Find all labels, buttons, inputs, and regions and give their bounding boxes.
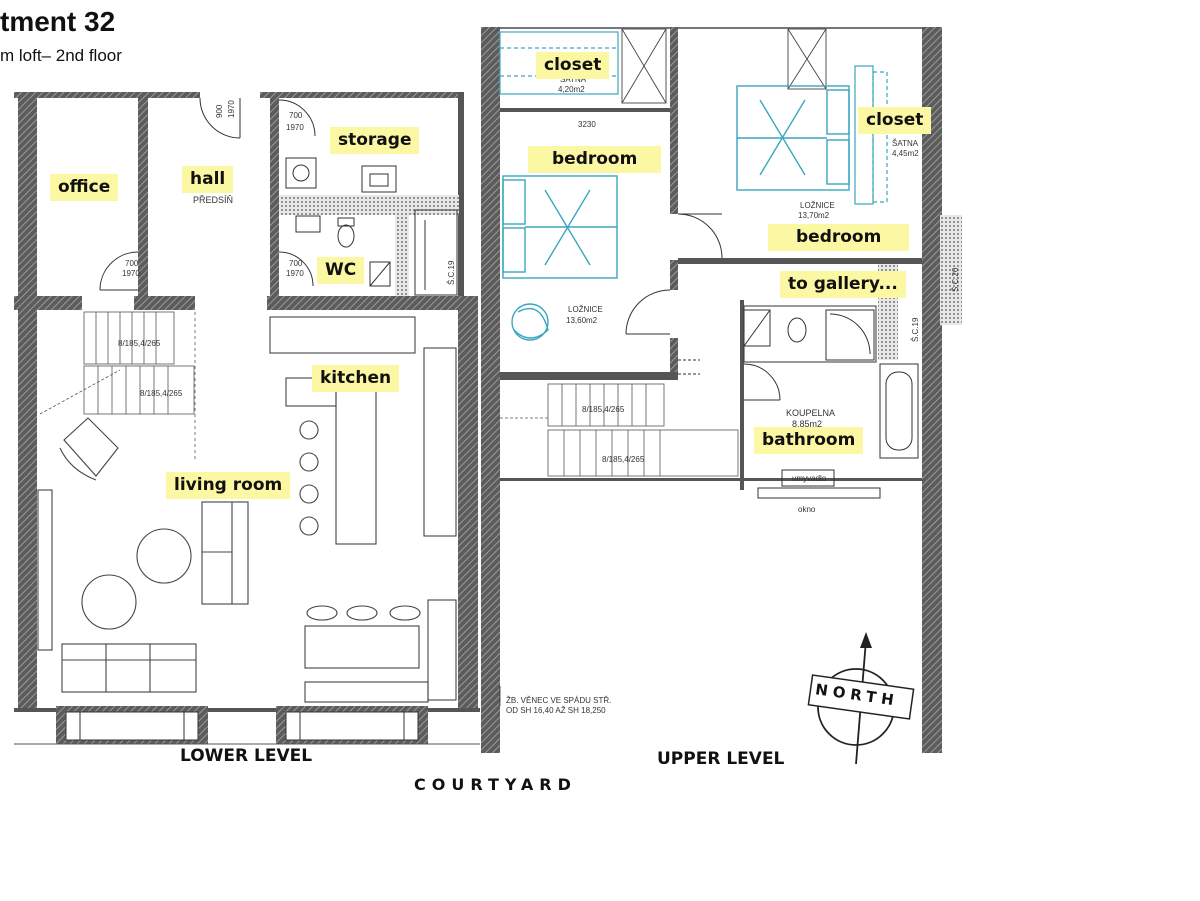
svg-text:OD SH 16,40 AŽ SH 18,250: OD SH 16,40 AŽ SH 18,250 — [506, 706, 606, 715]
svg-text:Š.C.19: Š.C.19 — [911, 317, 920, 342]
upper-doors — [625, 213, 781, 401]
upper-stairs — [500, 383, 739, 477]
svg-text:Š.C.19: Š.C.19 — [447, 260, 456, 285]
svg-text:1970: 1970 — [286, 269, 304, 278]
compass — [807, 632, 915, 765]
courtyard-label: COURTYARD — [414, 775, 577, 794]
living-furniture — [37, 417, 249, 693]
room-label-closet-left: closet — [536, 52, 610, 79]
lower-windows — [14, 706, 480, 745]
svg-text:PŘEDSÍŇ: PŘEDSÍŇ — [193, 195, 233, 205]
upper-level-label: UPPER LEVEL — [657, 749, 785, 769]
svg-text:8/185,4/265: 8/185,4/265 — [582, 405, 625, 414]
room-label-hall: hall — [182, 166, 234, 193]
page-title: tment 32 — [0, 6, 116, 37]
svg-text:8/185,4/265: 8/185,4/265 — [140, 389, 183, 398]
svg-text:1970: 1970 — [227, 100, 236, 118]
svg-text:ŽB. VĚNEC VE SPÁDU STŘ.: ŽB. VĚNEC VE SPÁDU STŘ. — [506, 696, 611, 705]
lower-stairs — [39, 311, 196, 460]
svg-text:8,85m2: 8,85m2 — [792, 419, 822, 429]
svg-text:ŠATNA: ŠATNA — [560, 75, 587, 84]
svg-text:13,60m2: 13,60m2 — [566, 316, 598, 325]
upper-level-walls — [481, 27, 962, 753]
svg-text:Š.C.20: Š.C.20 — [951, 267, 960, 292]
svg-text:8/185,4/265: 8/185,4/265 — [118, 339, 161, 348]
svg-text:8/185,4/265: 8/185,4/265 — [602, 455, 645, 464]
lower-doors — [82, 92, 316, 310]
svg-text:700: 700 — [289, 259, 303, 268]
svg-text:700: 700 — [125, 259, 139, 268]
svg-text:1970: 1970 — [286, 123, 304, 132]
kitchen-furniture — [269, 316, 457, 703]
svg-text:LOŽNICE: LOŽNICE — [800, 201, 835, 210]
skylights — [621, 28, 827, 104]
svg-text:3230: 3230 — [578, 120, 596, 129]
room-label-storage: storage — [330, 127, 420, 154]
wc-fixtures — [285, 157, 458, 296]
room-label-wc: WC — [317, 257, 365, 284]
beds — [502, 85, 850, 341]
room-label-living-room: living room — [166, 472, 291, 499]
lower-dimensions: 700 1970 700 1970 700 1970 900 1970 PŘED… — [122, 100, 304, 278]
arrow-head-icon — [860, 632, 872, 648]
svg-text:13,70m2: 13,70m2 — [798, 211, 830, 220]
room-label-to-gallery: to gallery... — [780, 271, 906, 298]
svg-text:ŠATNA: ŠATNA — [892, 139, 919, 148]
room-label-kitchen: kitchen — [312, 365, 400, 392]
svg-text:4,20m2: 4,20m2 — [558, 85, 585, 94]
lower-level-label: LOWER LEVEL — [180, 746, 313, 766]
page-subtitle: m loft– 2nd floor — [0, 46, 122, 65]
svg-text:umyvadlo: umyvadlo — [792, 474, 827, 483]
room-label-bedroom-right: bedroom — [768, 224, 910, 251]
svg-text:KOUPELNA: KOUPELNA — [786, 408, 835, 418]
svg-text:LOŽNICE: LOŽNICE — [568, 305, 603, 314]
room-label-bedroom-left: bedroom — [528, 146, 662, 173]
room-label-bathroom: bathroom — [754, 427, 864, 454]
svg-text:4,45m2: 4,45m2 — [892, 149, 919, 158]
svg-text:okno: okno — [798, 505, 816, 514]
room-label-office: office — [50, 174, 119, 201]
svg-text:900: 900 — [215, 104, 224, 118]
svg-text:700: 700 — [289, 111, 303, 120]
room-label-closet-right: closet — [858, 107, 932, 134]
svg-text:1970: 1970 — [122, 269, 140, 278]
bathroom-fixtures — [743, 305, 919, 499]
